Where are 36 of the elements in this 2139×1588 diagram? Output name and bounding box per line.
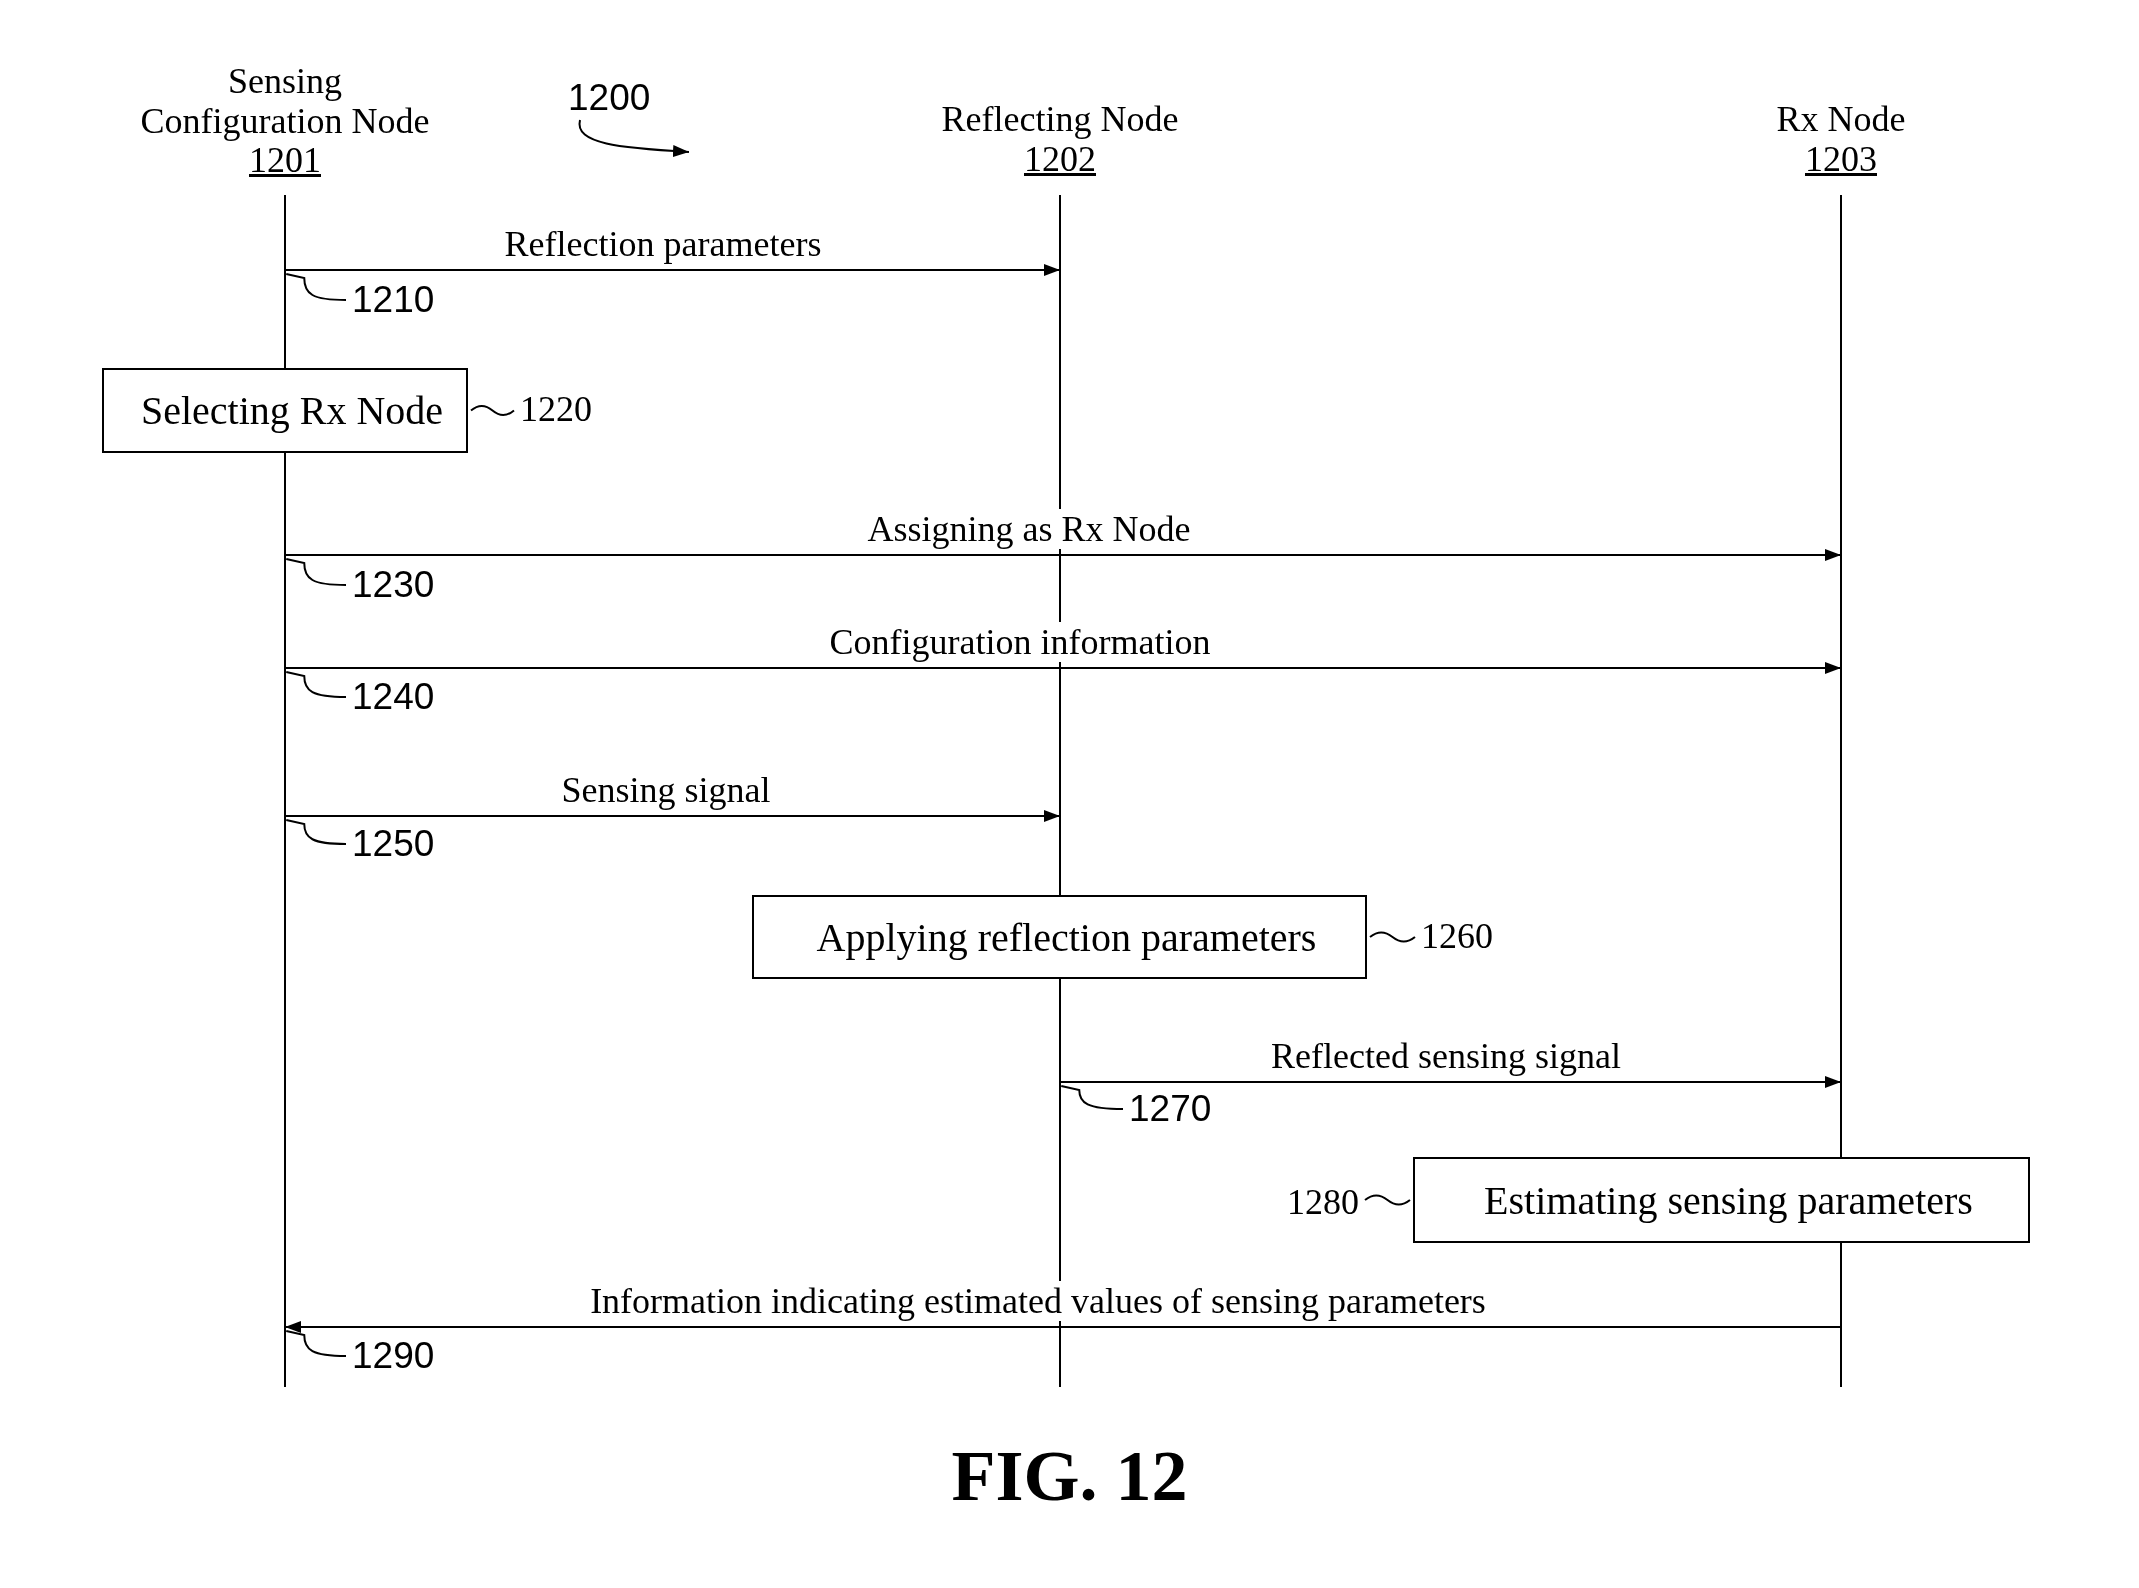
- process-box: Estimating sensing parameters: [1413, 1157, 2030, 1243]
- leader-line: [1364, 1194, 1411, 1206]
- edge-label: Sensing signal: [561, 770, 771, 810]
- leader-line: [285, 819, 347, 845]
- callout-number: 1210: [352, 280, 435, 320]
- leader-line: [578, 119, 690, 157]
- leader-line: [285, 1330, 347, 1357]
- edge-label: Information indicating estimated values of sensing parameters: [590, 1281, 1486, 1321]
- callout-number: 1240: [352, 677, 435, 717]
- leader-line: [285, 273, 347, 301]
- message-arrow: [284, 662, 1842, 674]
- leader-line: [285, 558, 347, 586]
- leader-line: [1369, 931, 1416, 943]
- message-arrow: [284, 810, 1061, 822]
- callout-number: 1270: [1129, 1089, 1212, 1129]
- callout-number: 1290: [352, 1336, 435, 1376]
- message-arrow: [284, 1321, 1842, 1333]
- callout-number: 1230: [352, 565, 435, 605]
- figure-caption: FIG. 12: [951, 1440, 1188, 1512]
- callout-number: 1200: [568, 78, 651, 118]
- message-arrow: [284, 549, 1842, 561]
- process-box: Selecting Rx Node: [102, 368, 468, 453]
- leader-line: [1060, 1085, 1124, 1110]
- edge-label: Reflection parameters: [504, 224, 822, 264]
- callout-number: 1250: [352, 824, 435, 864]
- leader-line: [285, 671, 347, 698]
- message-arrow: [284, 264, 1061, 276]
- leader-line: [470, 405, 515, 416]
- edge-label: Configuration information: [829, 622, 1211, 662]
- message-arrow: [1059, 1076, 1842, 1088]
- callout-number: 1280: [1287, 1182, 1359, 1222]
- edge-label: Reflected sensing signal: [1271, 1036, 1621, 1076]
- callout-number: 1220: [520, 389, 592, 429]
- process-box: Applying reflection parameters: [752, 895, 1367, 979]
- callout-number: 1260: [1421, 916, 1493, 956]
- edge-label: Assigning as Rx Node: [867, 509, 1191, 549]
